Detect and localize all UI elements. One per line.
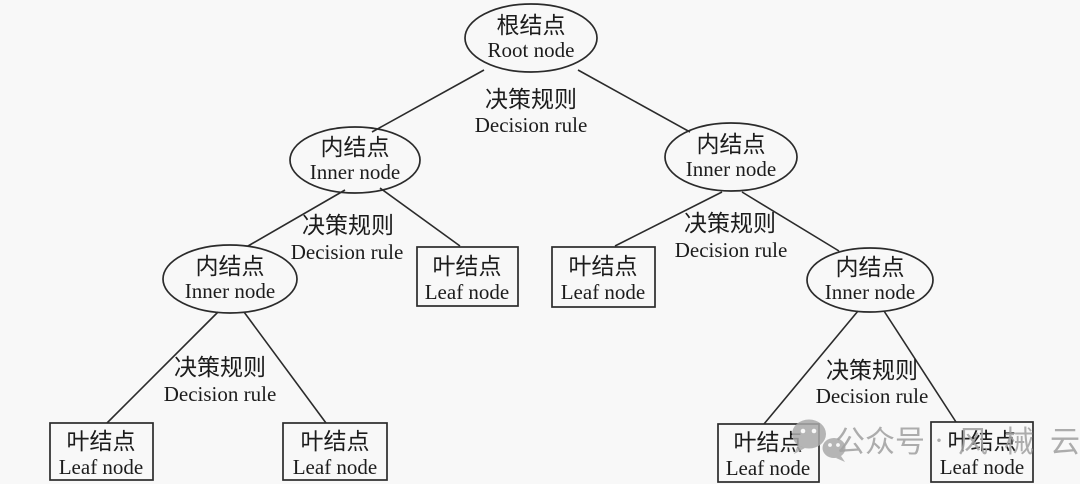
edge-label-en: Decision rule (164, 382, 277, 406)
edge-root-innerleft (371, 69, 485, 133)
edge-label-zh: 决策规则 (485, 87, 577, 112)
node-leaf-mid-right: 叶结点 Leaf node (551, 246, 656, 308)
edge-label-zh: 决策规则 (174, 355, 266, 380)
node-leaf-bottom-4: 叶结点 Leaf node (930, 421, 1034, 483)
watermark: 公众号 · 风械云 (792, 419, 1080, 462)
node-label-en: Leaf node (425, 280, 510, 304)
node-inner-right: 内结点 Inner node (664, 122, 798, 192)
node-label-zh: 内结点 (697, 132, 766, 157)
edge-label-zh: 决策规则 (826, 358, 918, 383)
edge-root-innerright (577, 69, 691, 133)
node-label-zh: 叶结点 (734, 430, 803, 455)
inner-ellipse (289, 126, 421, 194)
edge-innerleftleft-leafbottom1 (106, 311, 219, 424)
wechat-icon (792, 419, 846, 462)
node-label-zh: 叶结点 (569, 254, 638, 279)
edge-label-zh: 决策规则 (684, 211, 776, 236)
edge-label-level3-right: 决策规则 Decision rule (816, 358, 929, 408)
node-label-en: Inner node (686, 157, 776, 181)
node-leaf-bottom-1: 叶结点 Leaf node (49, 422, 154, 481)
leaf-rect (282, 422, 388, 481)
edge-innerleft-leafmidleft (379, 187, 461, 247)
edge-innerleft-innerleftleft (247, 189, 346, 247)
edge-label-level3-left: 决策规则 Decision rule (164, 355, 277, 406)
node-inner-left-left: 内结点 Inner node (162, 244, 298, 314)
node-label-zh: 叶结点 (433, 254, 502, 279)
inner-ellipse (162, 244, 298, 314)
edge-innerright-leafmidright (614, 191, 723, 247)
node-label-zh: 内结点 (321, 135, 390, 160)
node-inner-left: 内结点 Inner node (289, 126, 421, 194)
leaf-rect (717, 423, 820, 483)
node-label-en: Leaf node (59, 455, 144, 479)
edge-label-en: Decision rule (816, 384, 929, 408)
node-label-en: Leaf node (726, 456, 811, 480)
edge-innerrightright-leafbottom3 (763, 310, 859, 425)
edge-label-en: Decision rule (475, 113, 588, 137)
root-ellipse (464, 3, 598, 73)
watermark-account-name: 风械云 (958, 426, 1080, 459)
node-leaf-mid-left: 叶结点 Leaf node (416, 246, 519, 307)
leaf-rect (416, 246, 519, 307)
leaf-rect (930, 421, 1034, 483)
edge-label-root: 决策规则 Decision rule (475, 87, 588, 137)
node-label-en: Leaf node (561, 280, 646, 304)
inner-ellipse (664, 122, 798, 192)
node-label-zh: 叶结点 (67, 429, 136, 454)
node-label-zh: 根结点 (497, 13, 566, 38)
leaf-rect (551, 246, 656, 308)
node-leaf-bottom-2: 叶结点 Leaf node (282, 422, 388, 481)
edge-innerright-innerrightright (741, 191, 840, 252)
edge-label-en: Decision rule (675, 238, 788, 262)
edge-innerrightright-leafbottom4 (883, 310, 957, 423)
watermark-account-label: 公众号 (835, 426, 925, 459)
watermark-separator: · (934, 424, 944, 457)
tree-edges (106, 69, 957, 425)
node-label-en: Inner node (310, 160, 400, 184)
leaf-rect (49, 422, 154, 481)
node-root: 根结点 Root node (464, 3, 598, 73)
node-label-zh: 叶结点 (301, 429, 370, 454)
node-label-en: Root node (488, 38, 575, 62)
node-label-zh: 内结点 (196, 254, 265, 279)
edge-label-level2-left: 决策规则 Decision rule (291, 213, 404, 264)
node-label-en: Inner node (825, 280, 915, 304)
node-label-en: Inner node (185, 279, 275, 303)
node-label-en: Leaf node (293, 455, 378, 479)
edge-label-en: Decision rule (291, 240, 404, 264)
edge-label-zh: 决策规则 (302, 213, 394, 238)
node-label-zh: 叶结点 (948, 429, 1017, 454)
edge-innerleftleft-leafbottom2 (243, 311, 327, 424)
node-label-zh: 内结点 (836, 255, 905, 280)
edge-label-level2-right: 决策规则 Decision rule (675, 211, 788, 262)
inner-ellipse (806, 247, 934, 313)
node-leaf-bottom-3: 叶结点 Leaf node (717, 423, 820, 483)
node-inner-right-right: 内结点 Inner node (806, 247, 934, 313)
node-label-en: Leaf node (940, 455, 1025, 479)
